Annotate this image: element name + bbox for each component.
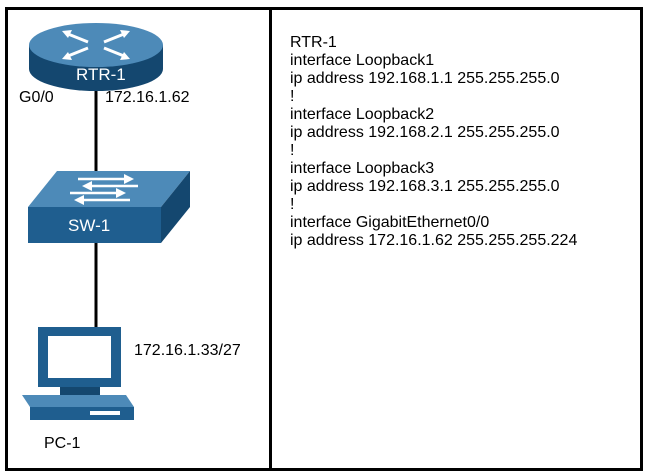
config-line: ip address 172.16.1.62 255.255.255.224 bbox=[290, 232, 578, 249]
config-line: ip address 192.168.3.1 255.255.255.0 bbox=[290, 178, 560, 195]
panel-divider bbox=[269, 10, 272, 468]
router-name-label: RTR-1 bbox=[76, 65, 126, 84]
pc-name-label: PC-1 bbox=[44, 435, 81, 452]
config-line: interface GigabitEthernet0/0 bbox=[290, 214, 490, 231]
config-line: ! bbox=[290, 142, 295, 159]
topology-panel: RTR-1 G0/0 172.16.1.62 SW-1 172.16.1.33/… bbox=[8, 10, 269, 468]
pc-ip-label: 172.16.1.33/27 bbox=[134, 342, 241, 359]
switch-icon bbox=[28, 171, 190, 243]
pc-icon bbox=[22, 327, 134, 420]
config-line: interface Loopback3 bbox=[290, 160, 435, 177]
config-line: ip address 192.168.1.1 255.255.255.0 bbox=[290, 70, 560, 87]
diagram-frame: RTR-1 G0/0 172.16.1.62 SW-1 172.16.1.33/… bbox=[5, 7, 643, 471]
router-icon bbox=[29, 23, 163, 91]
config-line: interface Loopback2 bbox=[290, 106, 435, 123]
router-interface-label: G0/0 bbox=[19, 89, 54, 106]
switch-name-label: SW-1 bbox=[68, 216, 111, 235]
router-ip-label: 172.16.1.62 bbox=[105, 89, 190, 106]
config-line: ! bbox=[290, 88, 295, 105]
config-line: ! bbox=[290, 196, 295, 213]
config-line: ip address 192.168.2.1 255.255.255.0 bbox=[290, 124, 560, 141]
config-line: interface Loopback1 bbox=[290, 52, 435, 69]
config-line: RTR-1 bbox=[290, 34, 337, 51]
topology-drawing bbox=[22, 23, 190, 420]
